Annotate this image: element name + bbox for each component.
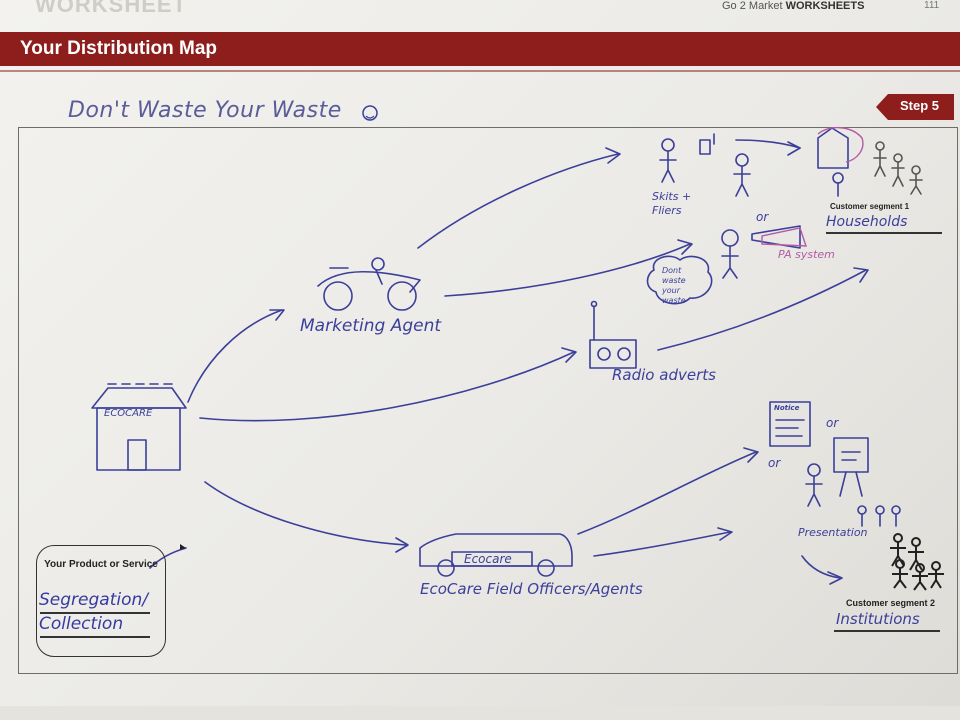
arrow-to-skits xyxy=(417,153,619,249)
product-underline-2 xyxy=(40,636,150,638)
speech-cloud-text: Dont waste your waste xyxy=(662,266,686,305)
presentation-label: Presentation xyxy=(798,526,868,539)
pa-man-drawing xyxy=(721,225,801,279)
households-people xyxy=(873,141,923,195)
product-value-line-2: Collection xyxy=(39,614,124,634)
arrow-to-van xyxy=(204,481,407,546)
page-number: 111 xyxy=(924,0,940,11)
presenter-drawing xyxy=(805,463,823,507)
arrow-radio-to-households xyxy=(657,269,867,351)
ghost-worksheet-title: WORKSHEET xyxy=(35,0,187,17)
segment-1-underline xyxy=(826,232,942,234)
flipchart-drawing xyxy=(833,437,869,497)
running-head-prefix: Go 2 Market xyxy=(722,0,783,12)
arrow-skits-to-households xyxy=(735,139,801,149)
product-box: Your Product or Service Segregation/ Col… xyxy=(36,545,166,657)
van-sign: Ecocare xyxy=(464,552,512,566)
map-frame xyxy=(18,127,958,674)
business-name: Don't Waste Your Waste xyxy=(68,98,342,123)
product-label: Your Product or Service xyxy=(44,559,158,570)
skit-figures xyxy=(659,133,751,197)
skits-label: Skits + Fliers xyxy=(652,190,692,217)
arrow-to-agent xyxy=(187,309,283,403)
pink-annotations xyxy=(761,127,864,247)
house-sign: ECOCARE xyxy=(104,408,153,419)
marketing-agent-label: Marketing Agent xyxy=(300,316,442,336)
banner-title: Your Distribution Map xyxy=(20,38,218,59)
pa-system-label: PA system xyxy=(778,248,835,261)
customer-segment-2-value: Institutions xyxy=(836,610,920,628)
radio-drawing xyxy=(589,300,637,369)
step-badge: Step 5 xyxy=(876,94,954,120)
van-drawing xyxy=(419,533,573,577)
banner-rule xyxy=(0,70,960,72)
field-officers-label: EcoCare Field Officers/Agents xyxy=(420,580,643,598)
product-value: Segregation/ Collection xyxy=(39,588,163,636)
product-underline-1 xyxy=(40,612,150,614)
section-banner: Your Distribution Map xyxy=(0,32,960,66)
speech-cloud xyxy=(646,255,713,305)
households-drawing xyxy=(817,127,849,197)
radio-adverts-label: Radio adverts xyxy=(612,366,716,384)
motorbike-drawing xyxy=(317,257,421,311)
audience-drawing xyxy=(857,505,901,527)
customer-segment-2-label: Customer segment 2 xyxy=(846,598,936,608)
step-badge-shape xyxy=(876,94,954,120)
or-label-1: or xyxy=(756,210,769,224)
arrow-to-institutions xyxy=(801,555,841,579)
arrow-van-to-notice xyxy=(577,451,757,535)
running-head-bold: WORKSHEETS xyxy=(785,0,865,12)
arrow-to-radio xyxy=(199,351,575,422)
customer-segment-1-value: Households xyxy=(826,214,908,230)
arrow-van-to-presentation xyxy=(593,531,731,557)
or-label-3: or xyxy=(768,456,781,470)
arrowhead xyxy=(269,309,285,321)
step-label: Step 5 xyxy=(900,98,940,113)
notice-drawing xyxy=(769,401,811,447)
customer-segment-1-label: Customer segment 1 xyxy=(830,202,910,211)
running-header: WORKSHEET Go 2 Market WORKSHEETS 111 xyxy=(0,0,960,17)
notice-label: Notice xyxy=(774,404,800,412)
or-label-2: or xyxy=(826,416,839,430)
running-head: Go 2 Market WORKSHEETS xyxy=(722,0,864,12)
ecocare-office-drawing xyxy=(91,383,187,471)
segment-2-underline xyxy=(834,630,940,632)
product-value-line-1: Segregation/ xyxy=(39,590,148,610)
institutions-people xyxy=(890,533,944,591)
arrow-to-pa xyxy=(444,243,691,297)
